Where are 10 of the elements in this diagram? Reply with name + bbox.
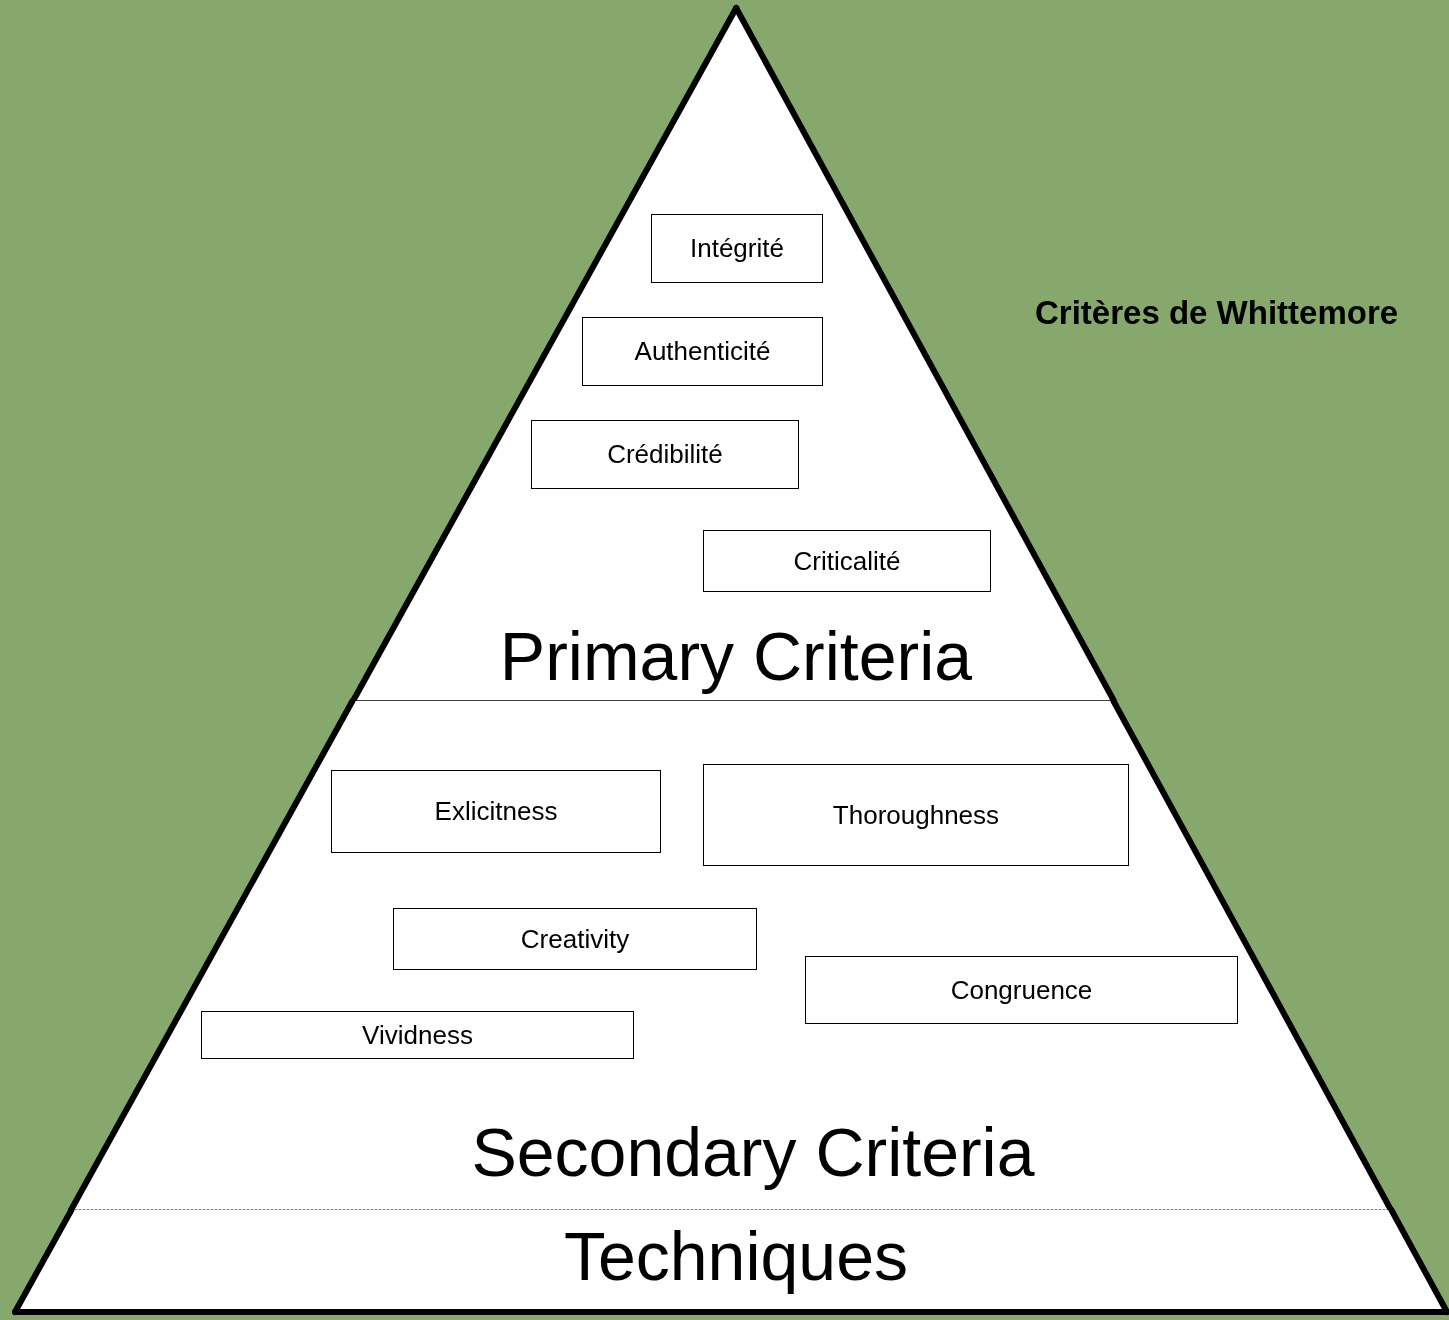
criterion-box: Exlicitness <box>331 770 661 853</box>
criterion-box: Intégrité <box>651 214 823 283</box>
criterion-box: Thoroughness <box>703 764 1129 866</box>
diagram-title: Critères de Whittemore <box>1035 294 1399 332</box>
criterion-box: Creativity <box>393 908 757 970</box>
criterion-box: Criticalité <box>703 530 991 592</box>
criterion-box: Congruence <box>805 956 1238 1024</box>
criterion-box: Crédibilité <box>531 420 799 489</box>
criterion-box: Vividness <box>201 1011 634 1059</box>
criterion-box: Authenticité <box>582 317 823 386</box>
